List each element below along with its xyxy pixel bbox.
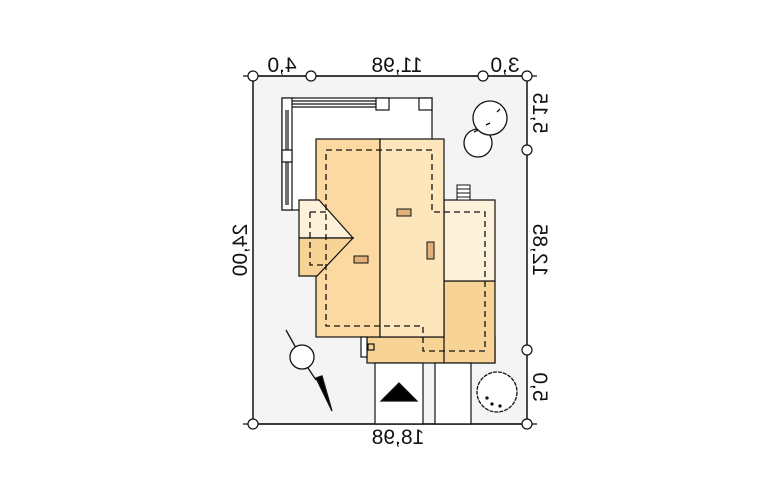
building-outline-dashed	[309, 149, 486, 352]
dim-top-3: 3,0	[490, 54, 519, 77]
dim-top-2: 11,98	[372, 54, 423, 77]
dim-bottom: 18,98	[372, 426, 425, 449]
roof-vents	[353, 208, 435, 264]
dimension-labels: 4,0 11,98 3,0 5,15 12,85 5,0 24,00 18,98	[229, 54, 551, 449]
dim-right-3: 5,0	[528, 372, 551, 401]
chimney	[456, 184, 471, 201]
dim-right-2: 12,85	[528, 224, 551, 277]
dimension-points	[243, 70, 537, 430]
dim-top-1: 4,0	[267, 54, 296, 77]
tree-icon	[463, 100, 508, 158]
driveway	[374, 362, 472, 425]
entrance-arrow-icon	[379, 382, 419, 402]
north-arrow-icon	[285, 329, 333, 412]
dim-left: 24,00	[229, 224, 252, 277]
dim-right-1: 5,15	[528, 93, 551, 134]
tree-icon	[476, 371, 518, 413]
